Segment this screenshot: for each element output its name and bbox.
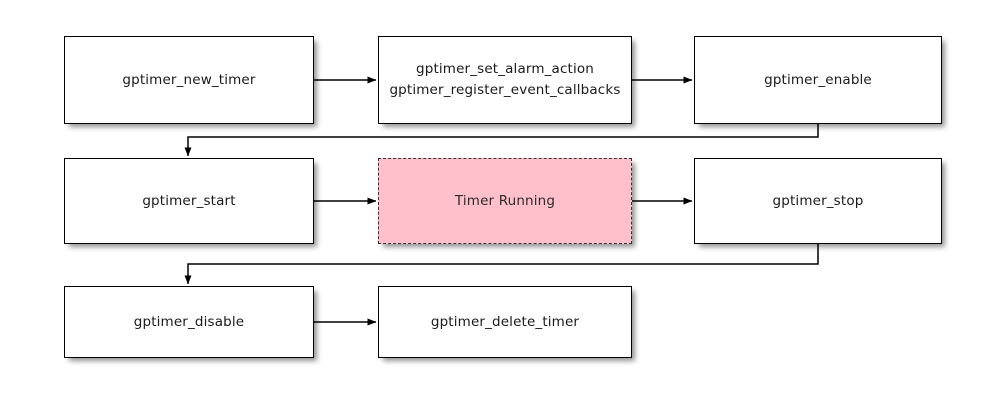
node-label-set-alarm-action: gptimer_set_alarm_action (416, 61, 594, 78)
node-label-disable: gptimer_disable (133, 313, 245, 330)
node-new-timer[interactable]: gptimer_new_timer (64, 36, 314, 124)
node-timer-running[interactable]: Timer Running (378, 158, 632, 244)
node-delete-timer[interactable]: gptimer_delete_timer (378, 286, 632, 358)
node-label-start: gptimer_start (142, 192, 236, 209)
node-set-alarm-action[interactable]: gptimer_set_alarm_action gptimer_registe… (378, 36, 632, 124)
node-stop[interactable]: gptimer_stop (694, 158, 942, 244)
node-label-register-event-callbacks: gptimer_register_event_callbacks (389, 82, 621, 98)
node-label-stop: gptimer_stop (772, 192, 864, 209)
node-disable[interactable]: gptimer_disable (64, 286, 314, 358)
node-label-delete-timer: gptimer_delete_timer (430, 313, 580, 330)
edge-enable-to-start (184, 124, 819, 157)
node-label-enable: gptimer_enable (764, 71, 872, 88)
edge-stop-to-disable (184, 244, 819, 285)
node-start[interactable]: gptimer_start (64, 158, 314, 244)
node-label-timer-running: Timer Running (454, 192, 556, 209)
node-enable[interactable]: gptimer_enable (694, 36, 942, 124)
node-label-new-timer: gptimer_new_timer (122, 71, 256, 88)
